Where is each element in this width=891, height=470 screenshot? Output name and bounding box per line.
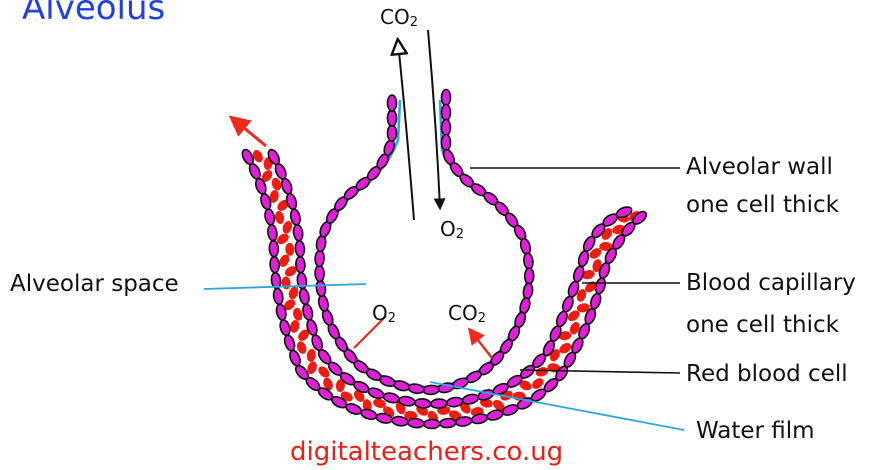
alveolar-wall-cell — [519, 238, 532, 256]
capillary-wall-cell — [594, 277, 607, 295]
capillary-wall-cell — [360, 408, 378, 421]
capillary-wall-cell — [555, 310, 569, 328]
capillary-wall-cell — [293, 224, 304, 241]
capillary-wall-cell — [295, 256, 305, 273]
alveolar-wall-cell — [522, 283, 533, 300]
alveolar-wall-cell — [393, 379, 411, 392]
capillary-wall-cell — [279, 319, 292, 337]
red-blood-cell — [285, 243, 295, 257]
capillary-wall-cell — [295, 240, 305, 257]
alveolar-wall-cell — [442, 105, 451, 121]
alveolar-wall-cell — [442, 135, 451, 151]
red-blood-cell — [274, 210, 285, 225]
alveolar-wall-cell — [315, 265, 325, 281]
capillary-wall-cell — [477, 388, 495, 402]
label-alveolar-space: Alveolar space — [10, 270, 179, 298]
red-blood-cell — [292, 307, 304, 322]
alveolar-wall-cell — [442, 90, 451, 106]
alveolar-wall-cell — [388, 125, 397, 141]
label-water-film: Water film — [696, 417, 815, 445]
alveolar-wall-cell — [523, 253, 534, 270]
alveolar-wall-cell — [317, 294, 329, 311]
capillary-wall-cell — [270, 256, 280, 273]
capillary-wall-cell — [424, 419, 440, 428]
o2-in-arrow — [428, 30, 440, 208]
alveolar-wall-cell — [382, 139, 396, 157]
capillary-wall-cell — [561, 295, 575, 313]
alveolar-wall-cell — [423, 385, 440, 395]
capillary-wall-cell — [272, 288, 283, 305]
gas-co2-top: CO2 — [380, 6, 418, 34]
label-alveolar-wall-line1: Alveolar wall — [686, 153, 833, 181]
capillary-wall-cell — [439, 418, 456, 428]
red-blood-cell — [289, 319, 301, 334]
label-blood-capillary-line1: Blood capillary — [686, 269, 856, 297]
capillary-wall-cell — [589, 292, 603, 310]
alveolar-wall-cell — [525, 268, 534, 284]
gas-o2-top: O2 — [440, 218, 464, 246]
alveolar-wall-cell — [388, 95, 397, 111]
alveolar-wall-cell — [442, 120, 451, 136]
capillary-wall-cell — [486, 409, 504, 422]
co2-out-arrow — [398, 42, 414, 220]
co2-release-arrow — [470, 330, 492, 358]
alveolar-wall-cell — [388, 110, 397, 126]
capillary-wall-cell — [431, 399, 448, 409]
capillary-wall-cell — [264, 208, 276, 226]
label-red-blood-cell: Red blood cell — [686, 360, 848, 388]
label-alveolar-wall-line2: one cell thick — [686, 191, 839, 219]
capillary-wall-cell — [285, 193, 298, 211]
blood-flow-arrow — [232, 118, 266, 146]
gas-co2-bottom: CO2 — [448, 302, 486, 330]
alveolar-wall-cell — [315, 235, 326, 252]
footer-website: digitalteachers.co.ug — [290, 437, 563, 467]
capillary-wall-cell — [462, 393, 480, 405]
capillary-wall-cell — [301, 303, 314, 321]
capillary-wall-cell — [280, 177, 294, 195]
capillary-wall-cell — [577, 250, 590, 268]
gas-o2-bottom: O2 — [372, 302, 396, 330]
capillary-wall-cell — [269, 240, 279, 256]
capillary-wall-cell — [367, 386, 385, 400]
alveolar-wall-cell — [408, 383, 425, 394]
epithelial-cell-layer — [240, 90, 649, 429]
capillary-wall-cell — [283, 334, 297, 352]
capillary-wall-cell — [298, 288, 310, 305]
capillary-wall-cell — [345, 402, 363, 416]
capillary-wall-cell — [267, 224, 278, 241]
water-film-lining — [321, 100, 527, 387]
capillary-wall-cell — [247, 162, 262, 180]
label-blood-capillary-line2: one cell thick — [686, 311, 839, 339]
alveolar-wall-cell — [315, 250, 325, 266]
diagram-title: Alveolus — [22, 0, 165, 28]
capillary-wall-cell — [408, 418, 425, 428]
capillary-wall-cell — [631, 209, 649, 226]
red-blood-cell — [306, 349, 316, 363]
capillary-wall-cell — [572, 265, 586, 283]
red-blood-cell — [281, 276, 291, 290]
alveolar-wall-cell — [315, 280, 326, 297]
